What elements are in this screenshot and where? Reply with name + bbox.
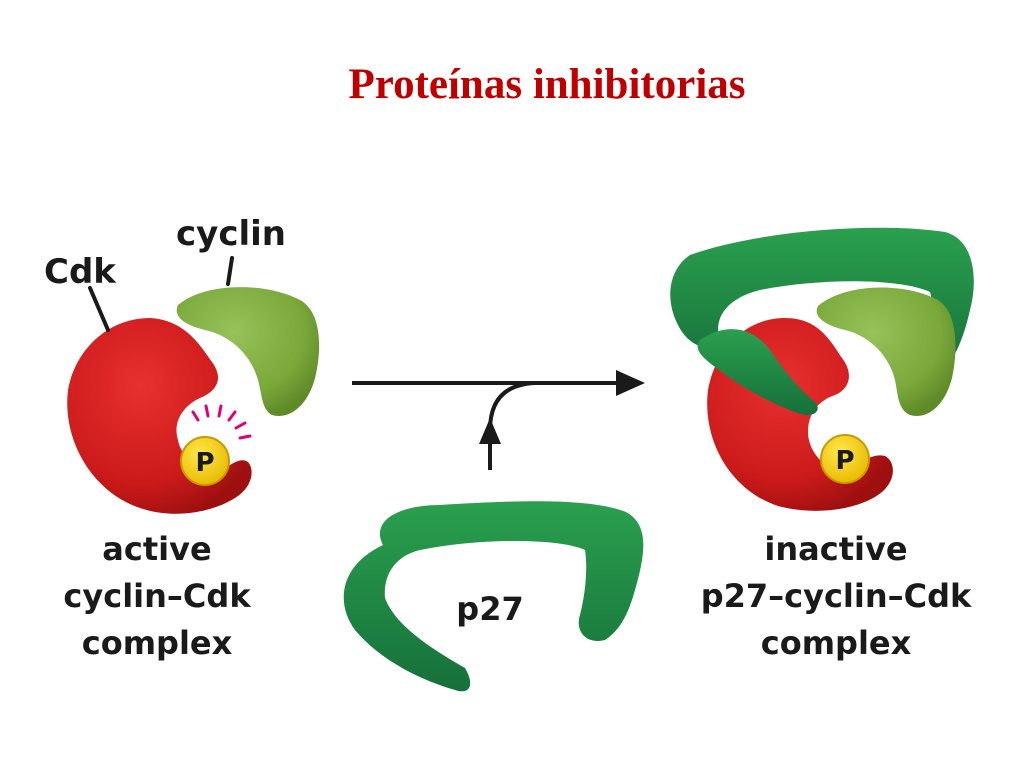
- p27-protein: [343, 501, 644, 692]
- inactive-label-line-2: p27–cyclin–Cdk: [701, 577, 972, 615]
- cyclin-pointer-line: [226, 256, 234, 286]
- p27-bound-front: [697, 329, 818, 416]
- branch-arrow-curve: [488, 381, 536, 470]
- phosphate-label: P: [195, 448, 214, 478]
- cdk-pointer-line: [88, 286, 110, 332]
- phosphate-circle: [180, 436, 230, 486]
- cyclin-label: cyclin: [176, 214, 286, 254]
- reaction-arrow: [352, 370, 645, 470]
- p27-free: p27: [343, 501, 644, 692]
- p27-bound-back: [670, 227, 974, 377]
- inactive-label-line-3: complex: [761, 624, 912, 662]
- cdk-label: Cdk: [44, 252, 117, 292]
- cyclin-protein-bound: [816, 287, 956, 416]
- branch-arrow-head: [479, 418, 501, 444]
- page-title: Proteínas inhibitorias: [348, 61, 746, 108]
- cyclin-protein: [176, 287, 320, 416]
- active-label-line-3: complex: [82, 624, 233, 662]
- phosphate-circle-bound: [820, 434, 870, 484]
- phosphate-label-bound: P: [835, 446, 854, 476]
- active-complex: P Cdk cyclin active cyclin–Cdk complex: [44, 214, 320, 662]
- cdk-protein: [67, 318, 252, 514]
- inactive-label-line-1: inactive: [764, 530, 907, 568]
- main-arrow-head: [616, 370, 645, 396]
- active-label-line-2: cyclin–Cdk: [63, 577, 251, 615]
- p27-label: p27: [456, 590, 523, 628]
- inactive-complex: P inactive p27–cyclin–Cdk complex: [670, 227, 974, 662]
- activity-marks: [191, 404, 252, 440]
- active-label-line-1: active: [102, 530, 211, 568]
